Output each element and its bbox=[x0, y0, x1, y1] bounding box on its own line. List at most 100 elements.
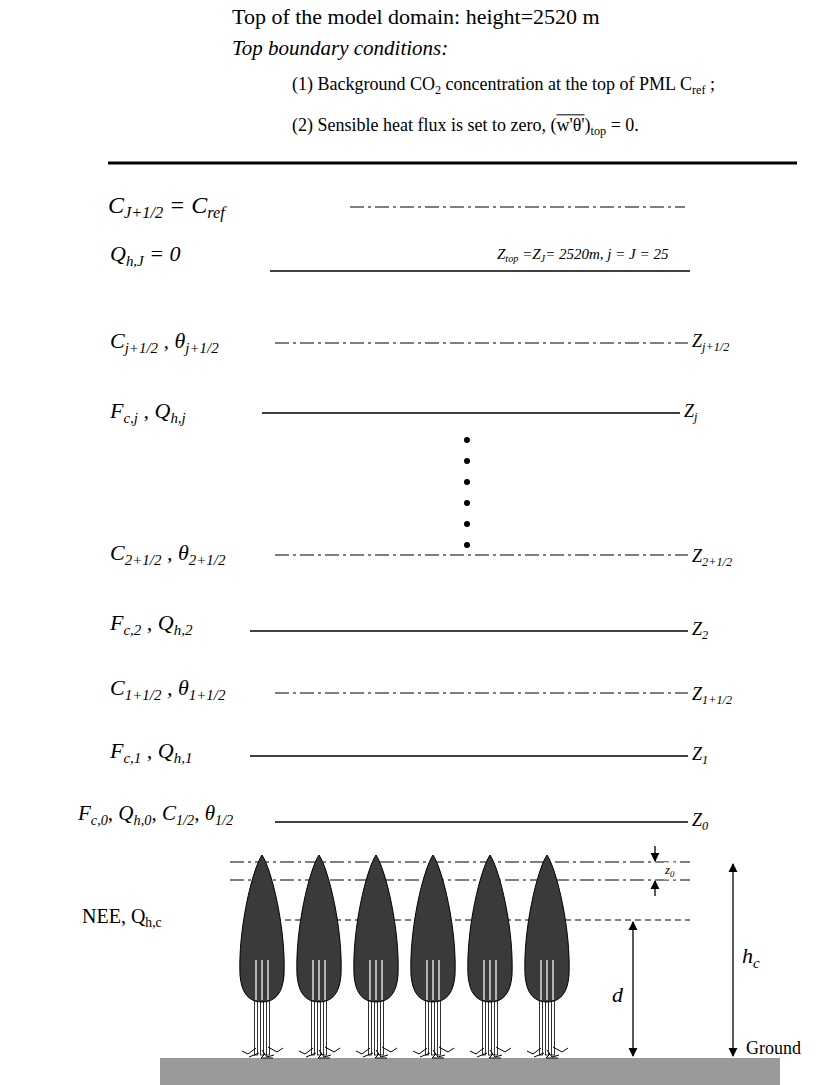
text-run: , Q bbox=[141, 738, 173, 763]
section-heading: Top boundary conditions: bbox=[232, 36, 448, 61]
subscript: 0 bbox=[670, 869, 674, 879]
variable-label: Fc,j , Qh,j bbox=[110, 398, 186, 427]
subscript: c bbox=[753, 955, 760, 971]
subscript: c,1 bbox=[123, 750, 141, 766]
dot bbox=[464, 500, 470, 506]
half-level-line bbox=[275, 554, 688, 555]
subscript: top bbox=[505, 253, 518, 264]
domain-top-line bbox=[108, 162, 797, 165]
subscript: j+1/2 bbox=[702, 340, 729, 354]
tree bbox=[525, 855, 569, 1058]
text-run: ; bbox=[705, 74, 715, 94]
tree-crown bbox=[354, 855, 398, 1002]
variable-label: C1+1/2 , θ1+1/2 bbox=[110, 675, 225, 704]
text-run: z bbox=[665, 862, 670, 877]
text-run: Z bbox=[497, 246, 505, 262]
subscript: 0 bbox=[702, 819, 708, 833]
dot bbox=[464, 437, 470, 443]
subscript: J+1/2 bbox=[124, 203, 163, 222]
tree-roots bbox=[299, 1047, 340, 1058]
subscript: j bbox=[694, 410, 697, 424]
level-label: Zj+1/2 bbox=[692, 331, 729, 354]
subscript: ref bbox=[207, 203, 225, 222]
tree-roots bbox=[470, 1047, 511, 1058]
tree bbox=[411, 855, 455, 1058]
text-run: = C bbox=[163, 192, 207, 218]
canopy-flux-label: NEE, Qh,c bbox=[82, 904, 162, 931]
text-run: , θ bbox=[158, 328, 185, 353]
text-run: , θ bbox=[161, 540, 188, 565]
trunk-highlight bbox=[324, 960, 326, 1000]
tree bbox=[240, 855, 284, 1058]
domain-heading: Top of the model domain: height=2520 m bbox=[232, 4, 600, 30]
trunk-highlight bbox=[375, 960, 377, 1000]
dot bbox=[464, 458, 470, 464]
full-level-line bbox=[250, 630, 688, 632]
roughness-line bbox=[230, 879, 690, 880]
text-run: F bbox=[110, 738, 123, 763]
tree-crown bbox=[297, 855, 341, 1002]
subscript: 2+1/2 bbox=[125, 552, 162, 568]
subscript: j+1/2 bbox=[185, 340, 218, 356]
dot bbox=[464, 479, 470, 485]
tree-crown bbox=[411, 855, 455, 1002]
trunk-highlight bbox=[267, 960, 269, 1000]
half-level-line bbox=[275, 342, 688, 343]
trunk-highlight bbox=[369, 960, 371, 1000]
trunk-highlight bbox=[438, 960, 440, 1000]
tree-crown bbox=[240, 855, 284, 1002]
displacement-label: d bbox=[612, 982, 623, 1008]
subscript: h,j bbox=[170, 410, 185, 426]
subscript: 2 bbox=[435, 83, 441, 97]
text-run: Top of the model domain: height=2520 m bbox=[232, 4, 600, 29]
subscript: 1+1/2 bbox=[189, 687, 226, 703]
text-run: = 2520m, j = J = 25 bbox=[545, 246, 668, 262]
full-level-line bbox=[262, 412, 680, 414]
half-level-line bbox=[275, 692, 688, 693]
boundary-condition: (1) Background CO2 concentration at the … bbox=[292, 74, 715, 97]
roughness-arrow bbox=[654, 881, 655, 896]
subscript: top bbox=[591, 124, 607, 138]
roughness-arrow bbox=[654, 846, 655, 861]
variable-label: Fc,1 , Qh,1 bbox=[110, 738, 192, 767]
trunk-highlight bbox=[432, 960, 434, 1000]
text-run: Ground bbox=[746, 1038, 801, 1058]
subscript: 1+1/2 bbox=[702, 693, 732, 707]
text-run: , Q bbox=[108, 801, 134, 825]
trunk-highlight bbox=[489, 960, 491, 1000]
text-run: Z bbox=[692, 331, 702, 351]
dot bbox=[464, 521, 470, 527]
trunk-highlight bbox=[483, 960, 485, 1000]
variable-label: Fc,0, Qh,0, C1/2, θ1/2 bbox=[78, 801, 233, 828]
level-label: Z0 bbox=[692, 810, 708, 833]
tree-roots bbox=[527, 1047, 568, 1058]
text-run: Q bbox=[110, 241, 126, 266]
full-level-line bbox=[250, 755, 688, 757]
subscript: c,2 bbox=[123, 622, 141, 638]
subscript: 2 bbox=[702, 628, 708, 642]
text-run: Z bbox=[692, 684, 702, 704]
canopy-top-line bbox=[230, 861, 690, 862]
boundary-condition: (2) Sensible heat flux is set to zero, (… bbox=[292, 115, 639, 138]
text-run: h bbox=[742, 943, 753, 968]
text-run: NEE, Q bbox=[82, 905, 145, 927]
text-run: Z bbox=[692, 744, 702, 764]
variable-label: Cj+1/2 , θj+1/2 bbox=[110, 328, 219, 357]
subscript: ref bbox=[692, 83, 706, 97]
canopy-height-arrow bbox=[732, 864, 733, 1056]
dot bbox=[464, 542, 470, 548]
tree-roots bbox=[356, 1047, 397, 1058]
text-run: Z bbox=[692, 546, 702, 566]
tree bbox=[297, 855, 341, 1058]
subscript: J bbox=[541, 253, 546, 264]
text-run: C bbox=[110, 675, 125, 700]
canopy-height-label: hc bbox=[742, 943, 760, 972]
variable-label: C2+1/2 , θ2+1/2 bbox=[110, 540, 225, 569]
full-level-line bbox=[270, 270, 690, 272]
text-run: (1) Background CO bbox=[292, 74, 435, 94]
subscript: 1/2 bbox=[215, 812, 233, 828]
text-run: , C bbox=[151, 801, 176, 825]
text-run: = 0. bbox=[606, 115, 639, 135]
level-label: Z1+1/2 bbox=[692, 684, 732, 707]
tree-crown bbox=[468, 855, 512, 1002]
